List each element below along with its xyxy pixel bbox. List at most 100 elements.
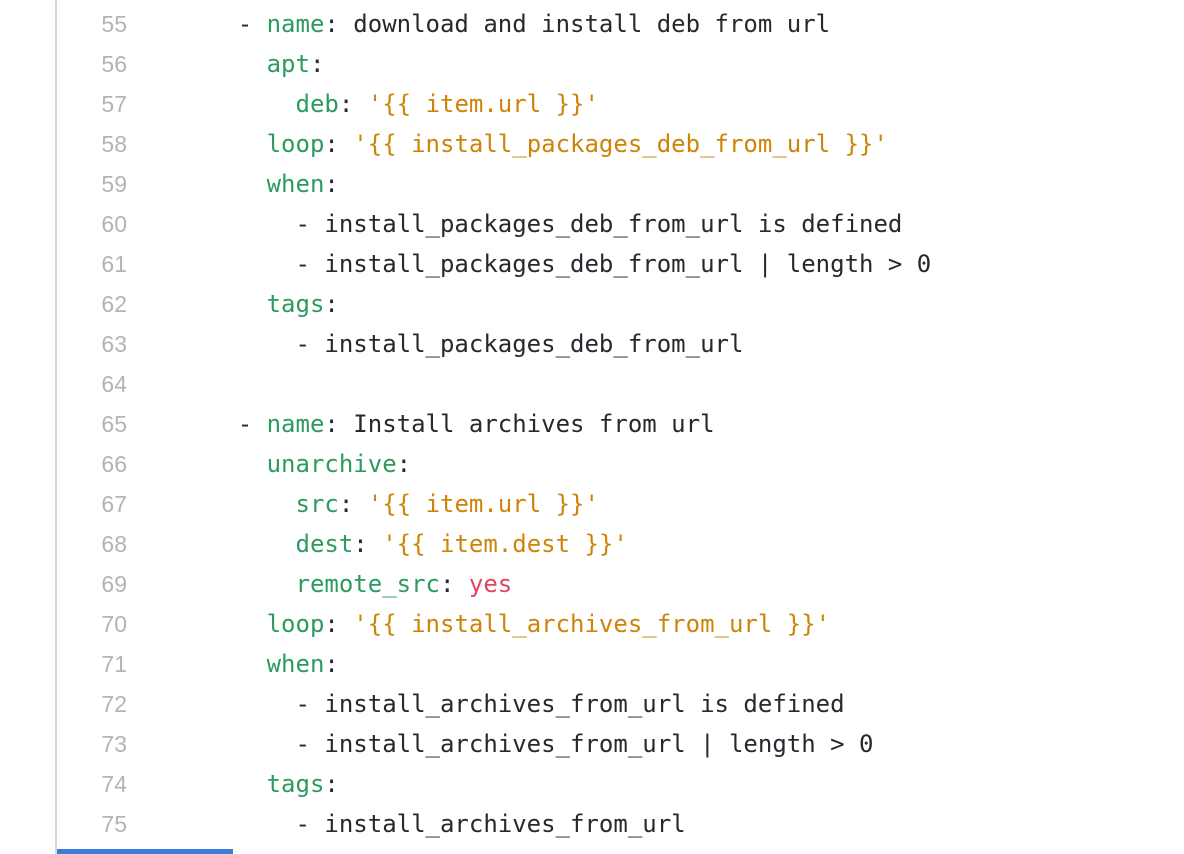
code-line: 55 - name: download and install deb from…	[0, 4, 1184, 44]
code-text: loop: '{{ install_archives_from_url }}'	[151, 604, 831, 644]
code-token: :	[440, 570, 469, 598]
code-token: :	[324, 650, 339, 678]
code-token: '{{ install_archives_from_url }}'	[353, 610, 831, 638]
code-token: name	[266, 10, 325, 38]
code-line: 57 deb: '{{ item.url }}'	[0, 84, 1184, 124]
code-token	[151, 90, 296, 118]
code-token: tags	[266, 770, 325, 798]
line-number[interactable]: 74	[101, 771, 127, 797]
code-token	[151, 170, 267, 198]
line-number[interactable]: 70	[101, 611, 127, 637]
code-line: 71 when:	[0, 644, 1184, 684]
code-token	[151, 290, 267, 318]
code-text: - install_packages_deb_from_url is defin…	[151, 204, 902, 244]
line-number[interactable]: 58	[101, 131, 127, 157]
line-number[interactable]: 75	[101, 811, 127, 837]
code-text: - install_packages_deb_from_url | length…	[151, 244, 931, 284]
code-token: remote_src	[295, 570, 441, 598]
code-token: apt	[266, 50, 310, 78]
code-line: 67 src: '{{ item.url }}'	[0, 484, 1184, 524]
line-number[interactable]: 55	[101, 11, 127, 37]
code-token: dest	[295, 530, 354, 558]
code-token: :	[324, 610, 354, 638]
code-token	[151, 450, 267, 478]
gutter-divider	[55, 0, 57, 854]
code-line: 58 loop: '{{ install_packages_deb_from_u…	[0, 124, 1184, 164]
code-text: - install_archives_from_url | length > 0	[151, 724, 873, 764]
code-token: deb	[295, 90, 339, 118]
code-token: loop	[266, 610, 325, 638]
code-token: - install_archives_from_url	[151, 810, 686, 838]
horizontal-scrollbar-thumb[interactable]	[57, 849, 233, 854]
line-number[interactable]: 69	[101, 571, 127, 597]
line-number[interactable]: 67	[101, 491, 127, 517]
line-number[interactable]: 64	[101, 371, 127, 397]
code-token: loop	[266, 130, 325, 158]
code-text: src: '{{ item.url }}'	[151, 484, 599, 524]
code-line: 69 remote_src: yes	[0, 564, 1184, 604]
code-line: 68 dest: '{{ item.dest }}'	[0, 524, 1184, 564]
line-number[interactable]: 72	[101, 691, 127, 717]
line-number[interactable]: 73	[101, 731, 127, 757]
code-token: -	[151, 410, 267, 438]
line-number[interactable]: 68	[101, 531, 127, 557]
code-token	[151, 530, 296, 558]
code-token: '{{ item.url }}'	[367, 90, 599, 118]
code-token: '{{ item.dest }}'	[382, 530, 628, 558]
code-token: :	[324, 170, 339, 198]
code-token: src	[295, 490, 339, 518]
line-number[interactable]: 71	[101, 651, 127, 677]
code-token	[151, 570, 296, 598]
code-line: 74 tags:	[0, 764, 1184, 804]
code-text: remote_src: yes	[151, 564, 513, 604]
code-text: when:	[151, 164, 339, 204]
code-text: dest: '{{ item.dest }}'	[151, 524, 628, 564]
code-token	[151, 770, 267, 798]
code-text: tags:	[151, 284, 339, 324]
code-token: :	[353, 530, 383, 558]
line-number[interactable]: 59	[101, 171, 127, 197]
line-number[interactable]: 56	[101, 51, 127, 77]
code-token: - install_packages_deb_from_url | length…	[151, 250, 932, 278]
line-number[interactable]: 60	[101, 211, 127, 237]
line-number[interactable]: 63	[101, 331, 127, 357]
code-line: 65 - name: Install archives from url	[0, 404, 1184, 444]
code-token: tags	[266, 290, 325, 318]
code-token: - install_packages_deb_from_url is defin…	[151, 210, 903, 238]
code-view[interactable]: 55 - name: download and install deb from…	[0, 4, 1184, 844]
code-text: - install_packages_deb_from_url	[151, 324, 743, 364]
code-token	[151, 490, 296, 518]
code-text: tags:	[151, 764, 339, 804]
code-line: 70 loop: '{{ install_archives_from_url }…	[0, 604, 1184, 644]
code-text: - name: Install archives from url	[151, 404, 715, 444]
line-number[interactable]: 61	[101, 251, 127, 277]
code-token	[151, 50, 267, 78]
code-line: 66 unarchive:	[0, 444, 1184, 484]
code-token: : Install archives from url	[324, 410, 715, 438]
code-line: 61 - install_packages_deb_from_url | len…	[0, 244, 1184, 284]
code-line: 75 - install_archives_from_url	[0, 804, 1184, 844]
code-text: when:	[151, 644, 339, 684]
code-token: :	[309, 50, 325, 78]
code-token: :	[324, 770, 339, 798]
line-number[interactable]: 62	[101, 291, 127, 317]
code-line: 63 - install_packages_deb_from_url	[0, 324, 1184, 364]
code-token: name	[266, 410, 325, 438]
code-token: unarchive	[266, 450, 397, 478]
line-number[interactable]: 66	[101, 451, 127, 477]
code-line: 62 tags:	[0, 284, 1184, 324]
code-token	[151, 130, 267, 158]
code-text: unarchive:	[151, 444, 412, 484]
code-line: 73 - install_archives_from_url | length …	[0, 724, 1184, 764]
code-text: deb: '{{ item.url }}'	[151, 84, 599, 124]
code-token: - install_packages_deb_from_url	[151, 330, 744, 358]
code-token: :	[396, 450, 412, 478]
code-token: :	[338, 490, 368, 518]
line-number[interactable]: 65	[101, 411, 127, 437]
line-number[interactable]: 57	[101, 91, 127, 117]
code-token: yes	[468, 570, 513, 598]
code-line: 64	[0, 364, 1184, 404]
code-token: -	[151, 10, 267, 38]
code-token: '{{ item.url }}'	[367, 490, 599, 518]
code-token: :	[338, 90, 368, 118]
